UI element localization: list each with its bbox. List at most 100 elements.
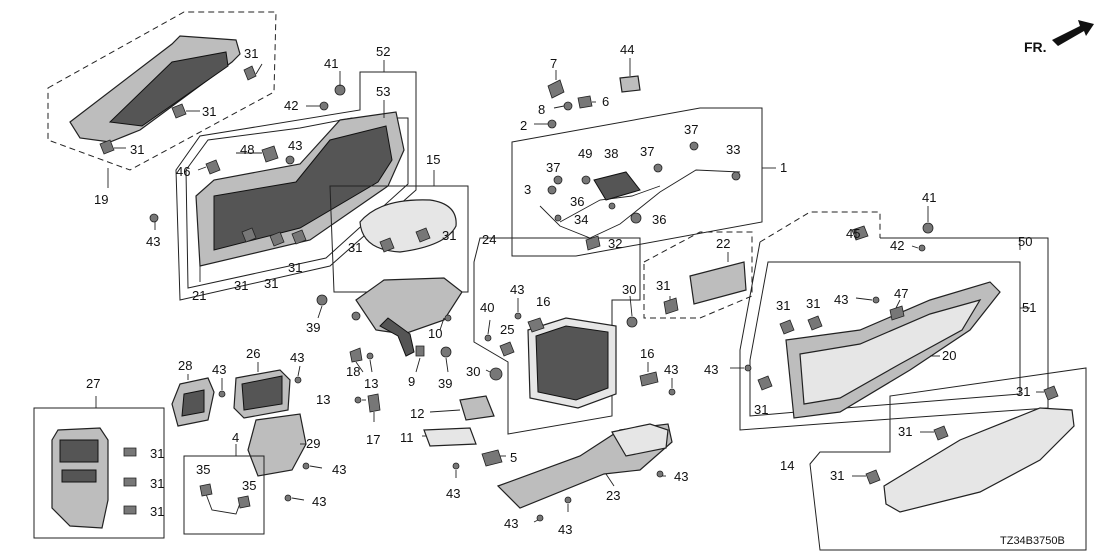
callout-31-g: 31: [348, 240, 362, 255]
part-37b-icon: [689, 141, 699, 151]
callout-31-n: 31: [898, 424, 912, 439]
clip-31e-icon: [269, 231, 285, 247]
screw-43-base-b-icon: [656, 470, 664, 478]
part-7-icon: [547, 79, 565, 99]
clip-31m-icon: [1043, 385, 1059, 401]
bolt-39b-icon: [440, 346, 452, 358]
callout-2: 2: [520, 118, 527, 133]
part-37c-icon: [553, 175, 563, 185]
callout-31-f: 31: [288, 260, 302, 275]
clip-31i-icon: [663, 297, 679, 315]
hinge-tray-group: [316, 277, 463, 422]
part-27-switch-row: [61, 469, 97, 483]
part-22-outline: [643, 231, 753, 319]
clip-31p-icon: [123, 447, 137, 457]
part-19-group: [47, 11, 277, 188]
part-35b-icon: [237, 495, 251, 509]
screw-42-icon: [319, 101, 329, 111]
callout-36-b: 36: [652, 212, 666, 227]
screw-13a-icon: [366, 352, 374, 360]
clip-31r-icon: [123, 505, 137, 515]
callout-6: 6: [602, 94, 609, 109]
clip-31b-icon: [171, 103, 187, 119]
bolt-30b-icon: [626, 316, 638, 328]
screw-43-base-c-icon: [536, 514, 544, 522]
callout-53: 53: [376, 84, 390, 99]
bolt-41-icon: [334, 84, 346, 96]
callout-31-l: 31: [754, 402, 768, 417]
callout-31-h: 31: [442, 228, 456, 243]
callout-52: 52: [376, 44, 390, 59]
hinge-arm: [379, 317, 415, 357]
callout-4: 4: [232, 430, 239, 445]
part-50-outline: [739, 237, 1049, 431]
callout-16-b: 16: [640, 346, 654, 361]
part-47-icon: [889, 305, 905, 321]
callout-21: 21: [192, 288, 206, 303]
part-18-icon: [349, 347, 363, 363]
callout-14: 14: [780, 458, 794, 473]
callout-48: 48: [240, 142, 254, 157]
part-27-outline: [33, 407, 165, 539]
callout-49: 49: [578, 146, 592, 161]
part-21-panel-grid: [213, 125, 393, 251]
part-28-inner: [181, 389, 205, 417]
callout-26: 26: [246, 346, 260, 361]
part-16b-icon: [639, 371, 659, 387]
part-5-bracket-icon: [481, 449, 503, 467]
callout-43-l: 43: [290, 350, 304, 365]
callout-10: 10: [428, 326, 442, 341]
callout-51: 51: [1022, 300, 1036, 315]
callout-38: 38: [604, 146, 618, 161]
front-arrow-icon: [1052, 20, 1094, 46]
callout-31-b: 31: [202, 104, 216, 119]
part-53-outline: [185, 117, 409, 289]
callout-41-b: 41: [922, 190, 936, 205]
hinge-spring-icon: [351, 311, 361, 321]
part-12-tray: [459, 395, 495, 421]
callout-30-b: 30: [622, 282, 636, 297]
vents-group: [171, 362, 323, 502]
bolt-41-right-icon: [922, 222, 934, 234]
screw-43-icon: [285, 155, 295, 165]
front-direction-label: FR.: [1024, 39, 1047, 55]
console-box-inner: [535, 325, 609, 401]
drawing-code: TZ34B3750B: [1000, 535, 1065, 547]
part-21-group: [149, 60, 417, 301]
clip-31n-icon: [933, 425, 949, 441]
clip-31h-icon: [415, 227, 431, 243]
bolt-39a-icon: [316, 294, 328, 306]
part-14-panel: [883, 407, 1075, 513]
callout-39-b: 39: [438, 376, 452, 391]
screw-43-vent-b-icon: [294, 376, 302, 384]
callout-37-a: 37: [546, 160, 560, 175]
clip-31o-icon: [865, 469, 881, 485]
part-15-outline: [329, 185, 469, 293]
callout-31-a: 31: [244, 46, 258, 61]
callout-43-i: 43: [834, 292, 848, 307]
callout-43-n: 43: [312, 494, 326, 509]
callout-50: 50: [1018, 234, 1032, 249]
part-20-panel-inner: [799, 299, 982, 405]
callout-31-p: 31: [150, 446, 164, 461]
clip-31j-icon: [779, 319, 795, 335]
console-base-block: [611, 423, 669, 457]
callout-7: 7: [550, 56, 557, 71]
callout-31-e: 31: [264, 276, 278, 291]
clip-31c-icon: [99, 139, 115, 155]
part-1-group: [511, 107, 776, 257]
clip-31d-icon: [241, 227, 257, 243]
small-parts-top: [534, 58, 641, 129]
part-8-icon: [563, 101, 573, 111]
part-33-icon: [731, 171, 741, 181]
clip-46-icon: [205, 159, 221, 175]
part-24-group: [473, 237, 676, 435]
callout-19: 19: [94, 192, 108, 207]
callout-23: 23: [606, 488, 620, 503]
callout-31-q: 31: [150, 476, 164, 491]
callout-43-c: 43: [510, 282, 524, 297]
screw-43-base-a-icon: [452, 462, 460, 470]
part-2-icon: [547, 119, 557, 129]
callout-34: 34: [574, 212, 588, 227]
callout-32: 32: [608, 236, 622, 251]
